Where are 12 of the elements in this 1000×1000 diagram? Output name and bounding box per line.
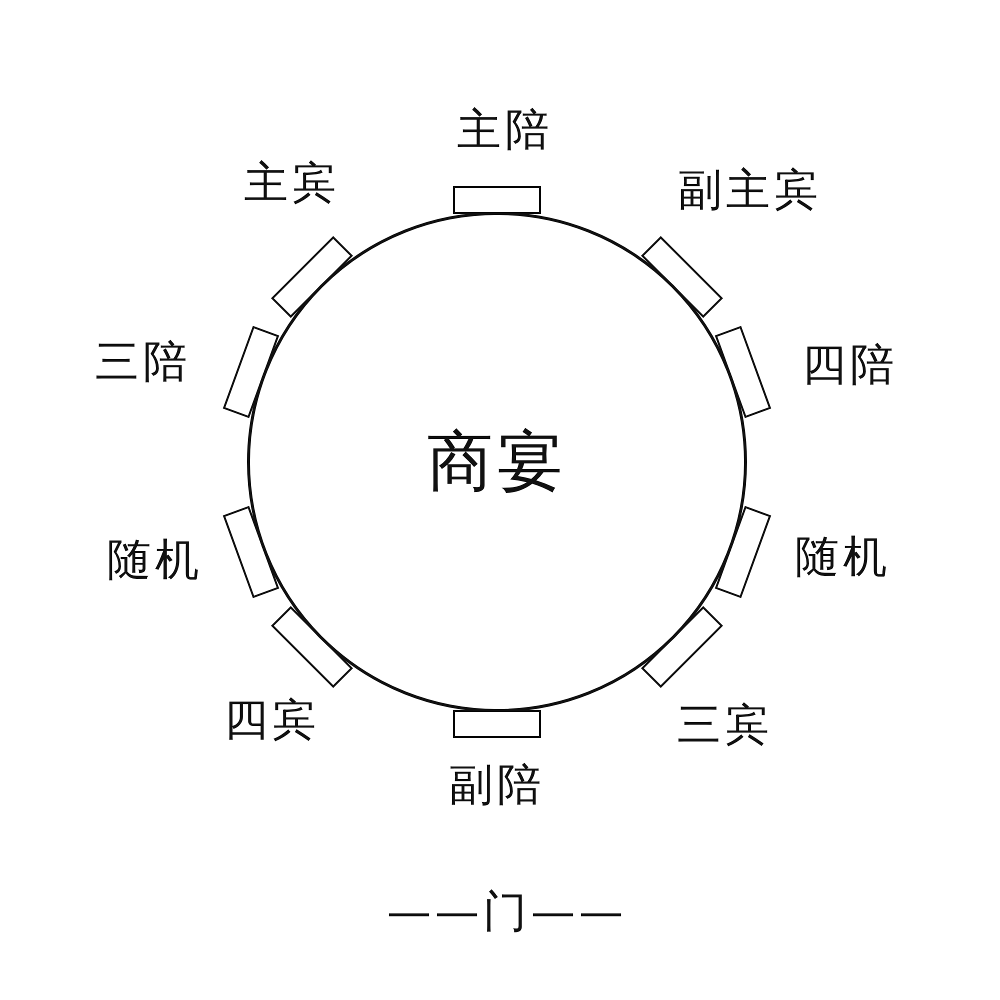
seat-label: 主陪: [457, 104, 553, 158]
seat-label: 随机: [107, 534, 203, 588]
seat-label: 主宾: [244, 156, 340, 210]
seat-label: 三陪: [95, 336, 191, 390]
seat-label: 三宾: [677, 698, 773, 752]
door-label: ——门——: [387, 886, 627, 940]
table-title: 商宴: [427, 422, 567, 502]
seat-label: 四宾: [224, 694, 320, 748]
seat-label: 副陪: [449, 758, 545, 812]
seat-label: 随机: [795, 530, 891, 584]
seat-label: 副主宾: [678, 164, 822, 218]
seat-label: 四陪: [802, 338, 898, 392]
